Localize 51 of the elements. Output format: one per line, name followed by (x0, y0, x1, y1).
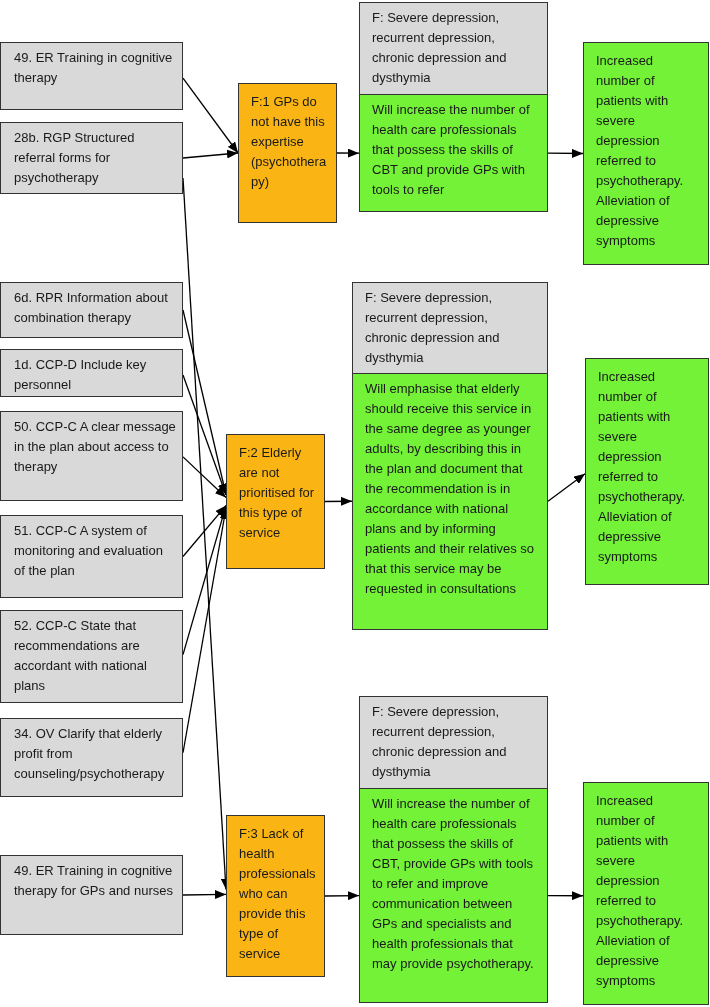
box-text: 34. OV Clarify that elderly profit from counseling/psychotherapy (13, 725, 166, 783)
action-box (0, 42, 183, 110)
arrow (182, 149, 239, 159)
factor-box (226, 815, 325, 977)
action-box (0, 282, 183, 338)
arrow (182, 890, 227, 900)
box-text: 49. ER Training in cognitive therapy (13, 49, 174, 87)
intervention-text: Will emphasise that elderly should receive this service in the same degree as younger adults, by describing this in the plan and document that the recommendation is in accordance with national plans and by informing patients and their relatives so that this service may be requested in consultations (364, 380, 536, 598)
action-box (0, 610, 183, 703)
box-text: 28b. RGP Structured referral forms for psychotherapy (13, 129, 136, 187)
box-text: F:1 GPs do not have this expertise (psychotherapy) (250, 93, 328, 191)
factor-box (226, 434, 325, 569)
outcome-box (583, 42, 709, 265)
action-box (0, 411, 183, 501)
box-text: 1d. CCP-D Include key personnel (13, 356, 148, 394)
box-text: 50. CCP-C A clear message in the plan about access to therapy (13, 418, 177, 476)
intervention-text: Will increase the number of health care professionals that possess the skills of CBT and provide GPs with tools to refer (371, 101, 531, 199)
arrow (182, 456, 227, 499)
arrow (547, 148, 584, 158)
intervention-box (359, 2, 548, 212)
condition-band: F: Severe depression, recurrent depression, chronic depression and dysthymia (360, 697, 547, 789)
box-text: F:2 Elderly are not prioritised for this type of service (238, 444, 316, 542)
action-box (0, 349, 183, 397)
arrow (182, 374, 227, 496)
arrow (182, 504, 227, 558)
intervention-box (352, 282, 548, 630)
arrow (182, 77, 239, 154)
box-text: Increased number of patients with severe depression referred to psychotherapy. Alleviation of depressive symptoms (595, 52, 685, 250)
condition-band: F: Severe depression, recurrent depression, chronic depression and dysthymia (353, 283, 547, 374)
action-box (0, 855, 183, 935)
arrow (324, 496, 353, 506)
box-text: F:3 Lack of health professionals who can provide this type of service (238, 825, 317, 963)
action-box (0, 122, 183, 194)
box-text: 49. ER Training in cognitive therapy for GPs and nurses (13, 862, 174, 900)
box-text: 52. CCP-C State that recommendations are accordant with national plans (13, 617, 148, 695)
condition-band: F: Severe depression, recurrent depression, chronic depression and dysthymia (360, 3, 547, 95)
arrow (547, 891, 584, 901)
arrow (547, 473, 586, 502)
arrow (324, 891, 360, 901)
arrow (336, 148, 360, 158)
intervention-box (359, 696, 548, 1003)
intervention-text: Will increase the number of health care professionals that possess the skills of CBT, provide GPs with tools to refer and improve communication between GPs and specialists and health professionals that may provide psychotherapy. (371, 795, 535, 973)
box-text: Increased number of patients with severe depression referred to psychotherapy. Alleviation of depressive symptoms (597, 368, 687, 566)
box-text: 51. CCP-C A system of monitoring and evaluation of the plan (13, 522, 164, 580)
factor-box (238, 83, 337, 223)
action-box (0, 718, 183, 797)
action-box (0, 515, 183, 598)
box-text: 6d. RPR Information about combination therapy (13, 289, 169, 327)
box-text: Increased number of patients with severe depression referred to psychotherapy. Alleviation of depressive symptoms (595, 792, 685, 990)
outcome-box (585, 358, 709, 585)
outcome-box (583, 782, 709, 1005)
